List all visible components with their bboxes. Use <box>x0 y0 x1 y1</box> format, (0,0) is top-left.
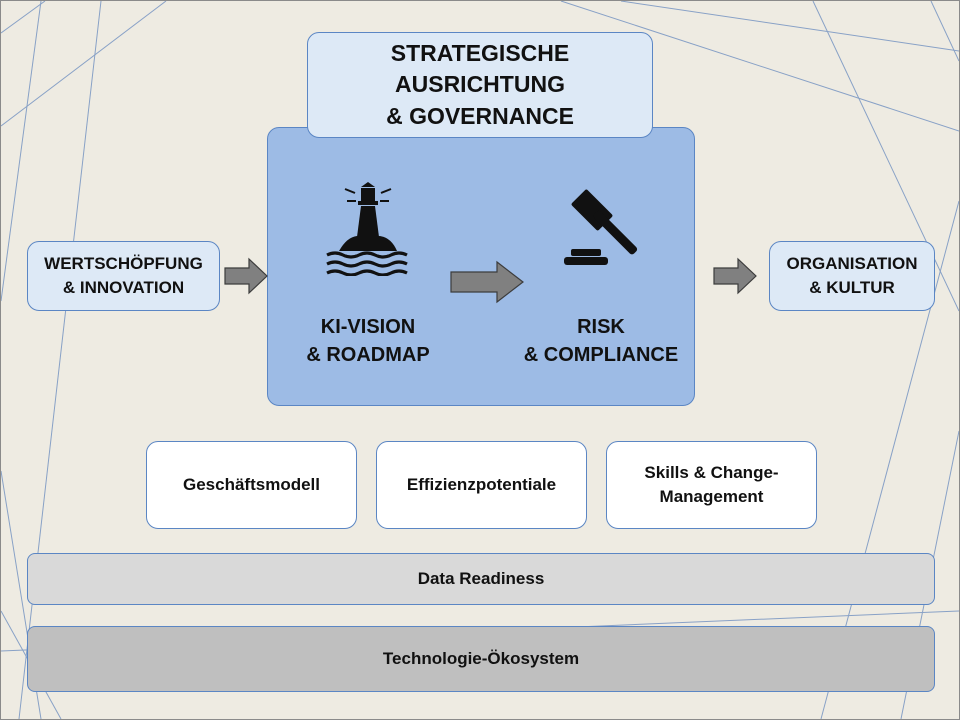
pillar-label: Geschäftsmodell <box>183 475 320 495</box>
lighthouse-icon <box>326 182 408 276</box>
value-innovation-label: WERTSCHÖPFUNG & INNOVATION <box>44 254 203 297</box>
data-readiness-layer: Data Readiness <box>27 553 935 605</box>
pillar-skills-change: Skills & Change- Management <box>606 441 817 529</box>
strategy-governance-box: STRATEGISCHE AUSRICHTUNG & GOVERNANCE <box>307 32 653 138</box>
pillar-label: Effizienzpotentiale <box>406 475 557 495</box>
organisation-culture-box: ORGANISATION & KULTUR <box>769 241 935 311</box>
core-panel <box>267 127 695 406</box>
technology-ecosystem-layer: Technologie-Ökosystem <box>27 626 935 692</box>
left-flow-arrow <box>224 257 268 295</box>
pillar-business-model: Geschäftsmodell <box>146 441 357 529</box>
gavel-icon <box>564 189 638 265</box>
pillar-efficiency: Effizienzpotentiale <box>376 441 587 529</box>
right-flow-arrow <box>713 257 757 295</box>
risk-compliance-label: RISK & COMPLIANCE <box>523 316 679 366</box>
pillar-label: Skills & Change- Management <box>644 463 779 506</box>
value-innovation-box: WERTSCHÖPFUNG & INNOVATION <box>27 241 220 311</box>
strategy-governance-label: STRATEGISCHE AUSRICHTUNG & GOVERNANCE <box>386 40 574 129</box>
technology-ecosystem-label: Technologie-Ökosystem <box>382 649 580 668</box>
vision-roadmap-label: KI-VISION & ROADMAP <box>306 316 430 366</box>
core-flow-arrow <box>450 260 524 304</box>
data-readiness-label: Data Readiness <box>417 569 545 588</box>
organisation-culture-label: ORGANISATION & KULTUR <box>786 254 918 297</box>
